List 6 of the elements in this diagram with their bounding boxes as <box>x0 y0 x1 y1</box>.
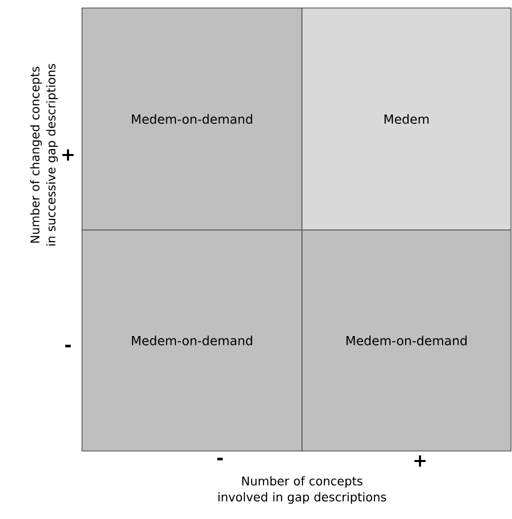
quadrant-box: Medem <box>302 8 512 230</box>
quadrant-box: Medem-on-demand <box>302 230 512 452</box>
axis-title: Number of changed concepts in successive gap descriptions <box>30 64 58 246</box>
axis-title: Number of concepts involved in gap descriptions <box>218 476 386 504</box>
quadrant-box: Medem-on-demand <box>82 8 302 230</box>
quadrant-box: Medem-on-demand <box>82 230 302 452</box>
